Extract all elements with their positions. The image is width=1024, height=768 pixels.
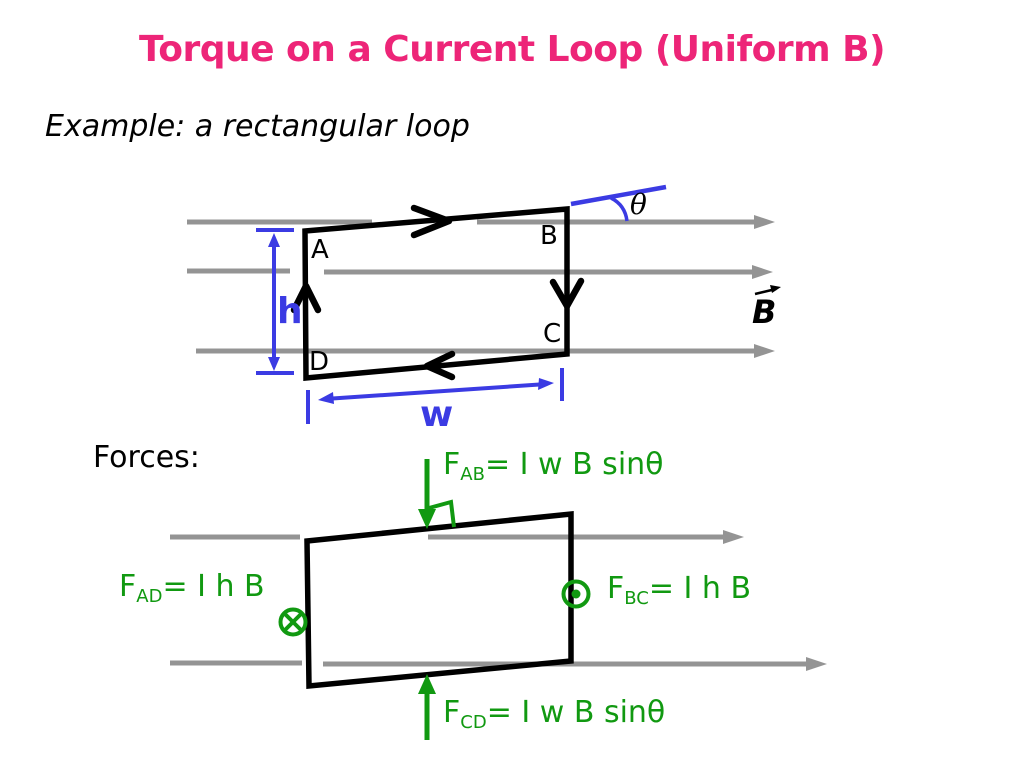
force-expression: = I h B: [162, 569, 265, 604]
arrowhead-icon: [723, 530, 744, 544]
arrowhead-icon: [268, 233, 280, 247]
force-symbol: F: [443, 447, 461, 482]
field-line-arrowheads-upper: [752, 215, 775, 358]
field-lines-upper: [187, 219, 756, 354]
corner-label-b: B: [540, 221, 558, 251]
current-arrow-top-icon: [410, 204, 453, 239]
force-equation-fbc: FBC= I h B: [607, 574, 751, 608]
corner-label-a: A: [311, 235, 329, 265]
dimension-line: [324, 382, 548, 401]
force-equation-fad: FAD= I h B: [119, 572, 265, 606]
corner-label-c: C: [543, 319, 562, 349]
into-page-icon: [278, 607, 308, 637]
force-subscript: AD: [136, 586, 163, 607]
height-label: h: [277, 291, 303, 332]
force-expression: = I w B sinθ: [486, 695, 666, 730]
angle-arc: [610, 196, 629, 222]
b-vector-arrow-icon: [754, 285, 781, 296]
force-equation-fab: FAB= I w B sinθ: [443, 450, 664, 484]
force-equation-fcd: FCD= I w B sinθ: [443, 698, 665, 732]
force-expression: = I w B sinθ: [484, 447, 664, 482]
force-fab-arrow-icon: [418, 459, 456, 529]
width-label: w: [420, 394, 454, 435]
width-dimension: [306, 368, 564, 424]
force-symbol: F: [119, 569, 137, 604]
out-of-page-icon: [561, 579, 591, 609]
arrowhead-icon: [268, 357, 280, 371]
arrowhead-icon: [754, 344, 775, 358]
corner-label-d: D: [309, 347, 330, 377]
field-vector-label: B: [752, 293, 777, 331]
force-symbol: F: [443, 695, 461, 730]
example-caption: Example: a rectangular loop: [45, 109, 470, 144]
angle-label: θ: [630, 188, 647, 221]
current-arrow-left-icon: [290, 282, 322, 314]
slide-title: Torque on a Current Loop (Uniform B): [138, 29, 886, 70]
forces-loop: [304, 510, 574, 690]
arrowhead-icon: [806, 657, 827, 671]
angle-theta-marker: [570, 184, 667, 222]
perpendicular-mark-icon: [428, 499, 456, 528]
current-arrow-right-icon: [549, 277, 585, 310]
height-dimension: [256, 228, 294, 375]
current-direction-arrows: [290, 204, 585, 381]
force-subscript: CD: [460, 712, 487, 733]
force-subscript: AB: [460, 464, 485, 485]
angle-reference-line: [570, 184, 667, 207]
current-arrow-bottom-icon: [423, 350, 456, 381]
field-line-arrowheads-lower: [723, 530, 827, 671]
force-expression: = I h B: [648, 571, 752, 606]
arrowhead-icon: [752, 265, 773, 279]
current-loop: [302, 206, 570, 382]
arrowhead-icon: [318, 392, 334, 404]
force-subscript: BC: [624, 588, 649, 609]
arrowhead-icon: [754, 215, 775, 229]
force-fcd-arrow-icon: [418, 674, 436, 740]
force-symbol: F: [607, 571, 625, 606]
forces-heading: Forces:: [93, 440, 200, 475]
arrowhead-icon: [538, 378, 554, 390]
